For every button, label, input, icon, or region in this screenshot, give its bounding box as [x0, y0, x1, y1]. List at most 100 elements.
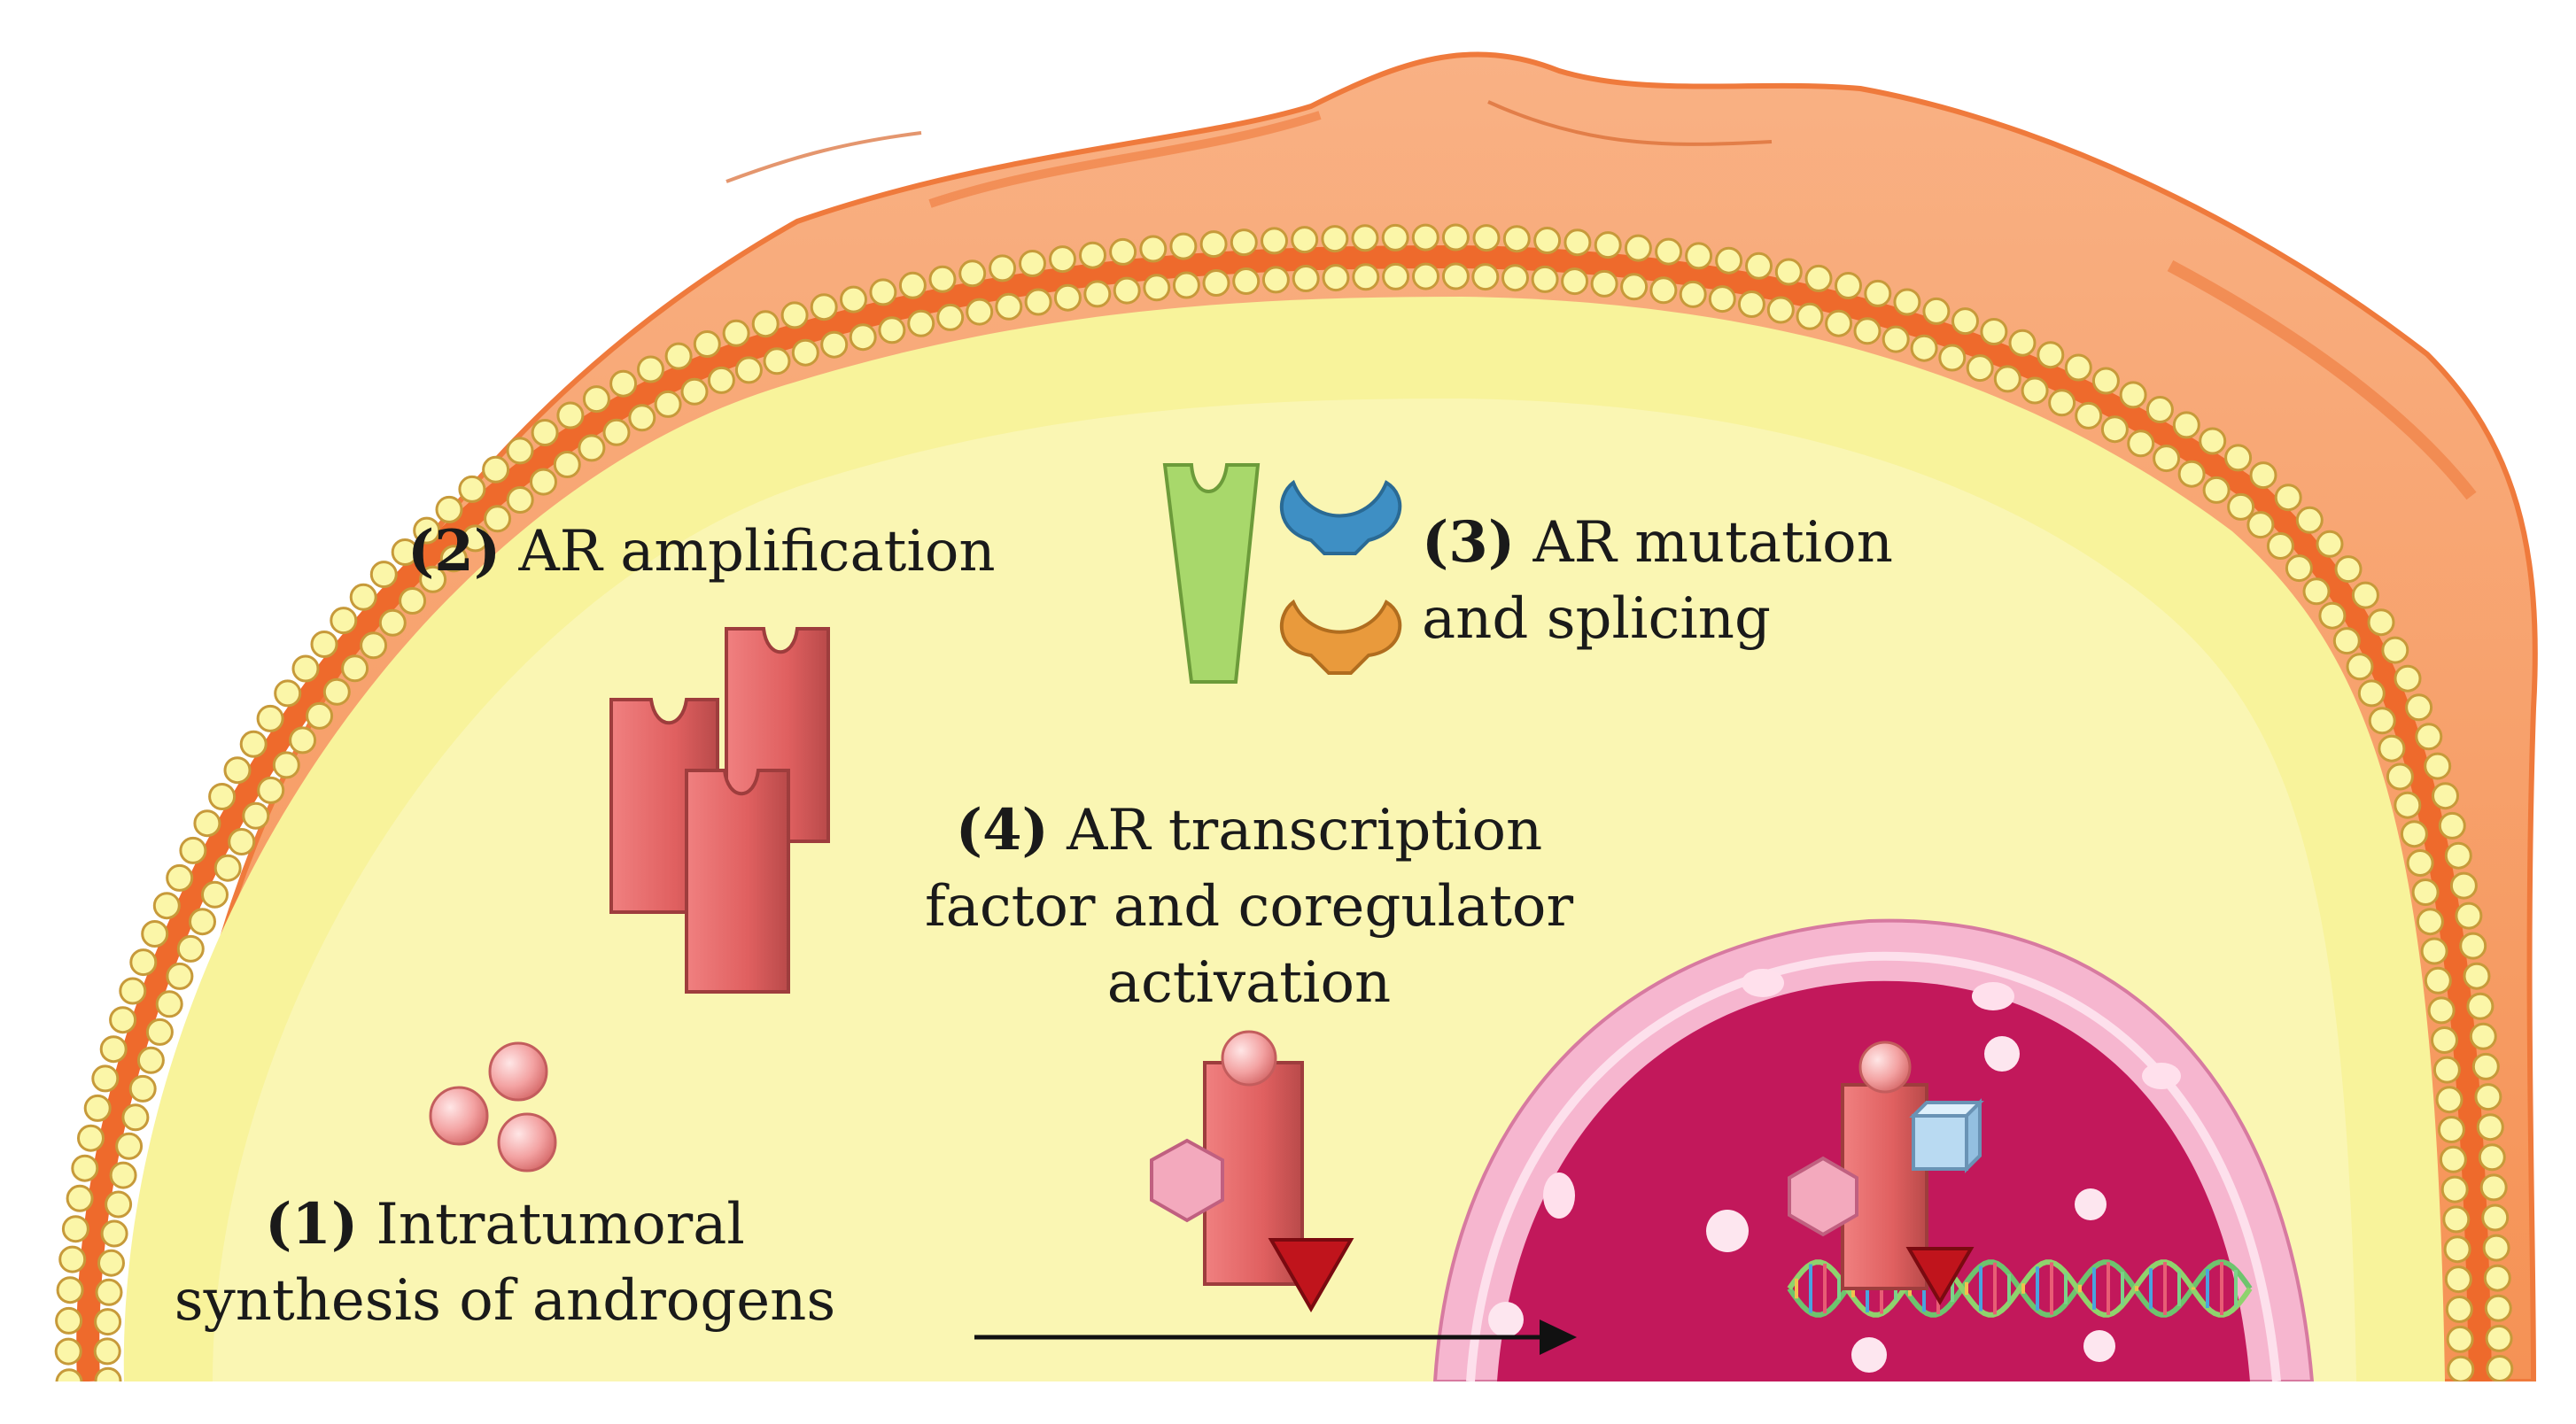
ar-variants	[1162, 463, 1402, 684]
lipid-head	[707, 366, 735, 394]
lipid-head	[2431, 1026, 2458, 1054]
lipid-head	[2420, 937, 2448, 965]
nuclear-speck	[1851, 1337, 1887, 1373]
lipid-head	[55, 1306, 83, 1335]
lipid-head	[602, 418, 631, 446]
label-step3-line2: and splicing	[1422, 586, 1771, 652]
lipid-head	[2037, 341, 2065, 369]
lipid-head	[341, 654, 369, 683]
lipid-head	[2486, 1355, 2514, 1381]
lipid-head	[2246, 511, 2275, 539]
lipid-head	[61, 1215, 89, 1243]
lipid-head	[1351, 224, 1379, 252]
lipid-head	[2075, 401, 2103, 430]
lipid-head	[119, 977, 147, 1005]
lipid-head	[228, 828, 256, 855]
lipid-head	[242, 801, 270, 830]
lipid-head	[2357, 679, 2386, 708]
lipid-head	[1715, 246, 1743, 275]
lipid-head	[1441, 262, 1470, 290]
lipid-head	[2471, 1052, 2500, 1080]
label-step1-line1: Intratumoral	[376, 1192, 745, 1258]
lipid-head	[878, 316, 906, 344]
lipid-head	[291, 654, 320, 683]
lipid-head	[1411, 223, 1439, 252]
lipid-head	[94, 1366, 122, 1381]
lipid-head	[2318, 601, 2347, 630]
label-step3: (3) AR mutation and splicing	[1422, 505, 1893, 657]
lipid-head	[1966, 354, 1994, 383]
ar-variant-blue	[1280, 479, 1402, 555]
lipid-head	[1533, 227, 1562, 254]
lipid-head	[1882, 325, 1910, 353]
lipid-head	[2381, 636, 2409, 664]
lipid-head	[482, 455, 510, 484]
lipid-head	[1993, 365, 2021, 393]
lipid-head	[1649, 276, 1678, 305]
lipid-head	[1938, 344, 1967, 372]
cell-shading-1	[928, 111, 1322, 208]
lipid-head	[966, 298, 994, 326]
lipid-head	[369, 561, 398, 589]
label-step1-line2: synthesis of androgens	[174, 1268, 836, 1334]
lipid-head	[2394, 791, 2422, 819]
lipid-head	[556, 401, 585, 430]
lipid-head	[2285, 554, 2313, 583]
lipid-head	[1172, 271, 1200, 299]
lipid-head	[1321, 225, 1349, 253]
nuclear-envelope-inner	[1466, 951, 2281, 1381]
lipid-head	[2119, 381, 2147, 409]
lipid-head	[201, 880, 229, 909]
lipid-head	[751, 310, 780, 338]
lipid-head	[2227, 492, 2255, 521]
lipid-head	[1624, 234, 1652, 262]
lipid-head	[2459, 932, 2487, 960]
lipid-head	[628, 404, 656, 432]
nuclear-speck	[1488, 1302, 1524, 1337]
lipid-head	[907, 309, 935, 337]
lipid-head	[1199, 230, 1228, 259]
lipid-head	[97, 1249, 125, 1277]
lipid-head	[58, 1245, 87, 1273]
cell-shading-3	[725, 131, 922, 183]
lipid-head	[2447, 1355, 2475, 1381]
lipid-head	[1109, 237, 1137, 266]
ar-bound-androgen	[1221, 1030, 1277, 1087]
lipid-head	[93, 1337, 121, 1366]
lipid-head	[1853, 317, 1882, 345]
lipid-head	[274, 679, 302, 708]
lipid-head	[2446, 1325, 2474, 1353]
lipid-head	[1083, 280, 1112, 308]
lipid-head	[289, 726, 317, 755]
lipid-head	[2153, 445, 2181, 473]
lipid-head	[179, 836, 207, 864]
lipid-head	[2334, 555, 2363, 584]
nuclear-pore	[1742, 969, 1784, 997]
lipid-head	[462, 524, 490, 553]
lipid-head	[506, 486, 534, 514]
lipid-head	[654, 390, 682, 418]
lipid-head	[272, 751, 300, 779]
lipid-head	[1655, 237, 1683, 266]
lipid-head	[2351, 581, 2379, 609]
lipid-head	[1951, 307, 1979, 336]
lipid-head	[99, 1035, 128, 1064]
lipid-head	[2484, 1294, 2512, 1322]
lipid-head	[1590, 269, 1618, 298]
lipid-head	[1471, 263, 1500, 291]
label-step2: (2) AR amplification	[407, 514, 996, 590]
lipid-head	[239, 730, 268, 758]
lipid-head	[2199, 427, 2227, 455]
label-step2-text: AR amplification	[518, 519, 996, 584]
lipid-head	[1825, 309, 1853, 337]
androgen-molecules	[429, 1041, 557, 1172]
lipid-head	[136, 1046, 165, 1074]
lipid-head	[71, 1154, 99, 1182]
lipid-head	[1472, 224, 1501, 252]
lipid-head	[780, 301, 809, 329]
lipid-head	[849, 323, 877, 352]
coregulator-cube	[1909, 1098, 1984, 1173]
lipid-head	[1113, 276, 1141, 305]
lipid-head	[77, 1124, 105, 1152]
ar-active-complex	[1150, 1030, 1354, 1313]
